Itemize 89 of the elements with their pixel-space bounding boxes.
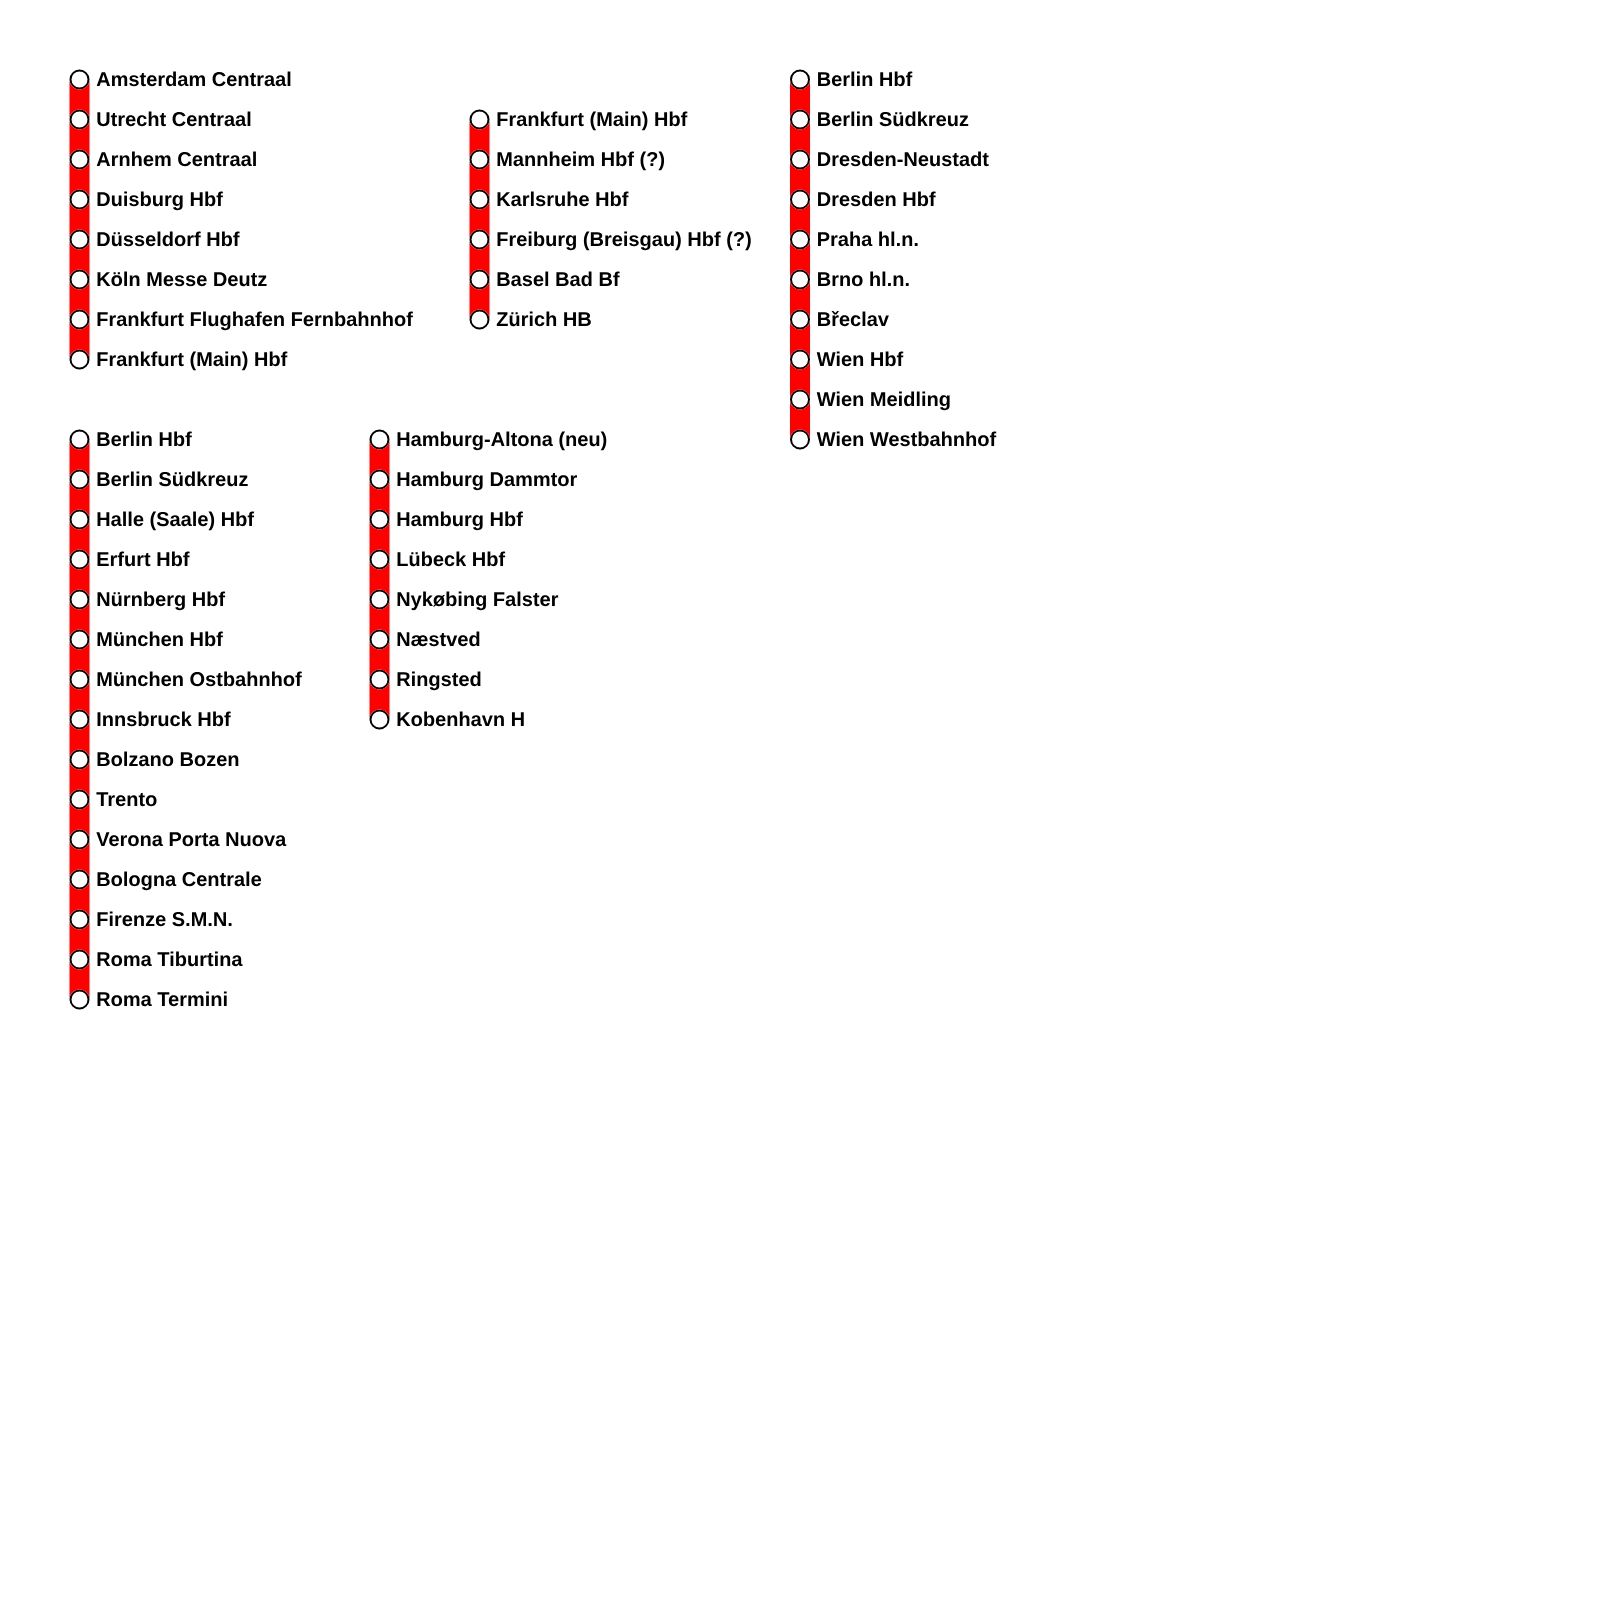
route-line (69, 679, 90, 720)
route-line (69, 79, 90, 120)
station-name: Amsterdam Centraal (96, 71, 291, 87)
station-name: Nykøbing Falster (397, 591, 559, 611)
station-name: Praha hl.n. (818, 231, 918, 247)
station-name: Utrecht Centraal (97, 111, 251, 127)
route-line (69, 879, 90, 920)
route-line (369, 599, 390, 640)
station-name: Hamburg Dammtor (397, 471, 577, 491)
station-name: Dresden-Neustadt (818, 151, 989, 167)
route-line (469, 199, 490, 240)
station-name: Berlin Südkreuz (97, 471, 248, 487)
route-line (69, 439, 90, 480)
station-name: München Hbf (97, 631, 223, 647)
route-line (369, 519, 390, 560)
route-line (790, 319, 810, 360)
station-name: Köln Messe Deutz (97, 271, 267, 287)
route-line (790, 79, 810, 120)
station-name: Berlin Südkreuz (818, 111, 969, 127)
station-name: Trento (96, 792, 157, 807)
route-line (69, 159, 90, 200)
station-name: Wien Hbf (816, 351, 904, 367)
station-name: Næstved (397, 631, 480, 647)
station-name: Nürnberg Hbf (97, 591, 226, 611)
route-line (69, 799, 90, 840)
route-line (369, 639, 390, 680)
route-line (790, 279, 810, 320)
station-name: Mannheim Hbf (?) (497, 151, 665, 171)
station-name: Břeclav (818, 311, 889, 327)
route-line (369, 559, 390, 600)
station-name: Arnhem Centraal (96, 151, 256, 167)
route-line (369, 479, 390, 520)
station-name: Halle (Saale) Hbf (97, 511, 255, 531)
station-name: Erfurt Hbf (97, 551, 190, 567)
station-name: Ringsted (397, 671, 481, 691)
route-line (69, 319, 90, 360)
route-line (469, 119, 490, 160)
route-line (469, 239, 490, 280)
route-line (790, 359, 810, 400)
station-name: Frankfurt (Main) Hbf (497, 111, 688, 131)
route-line (69, 519, 90, 560)
route-line (369, 439, 390, 480)
station-name: Lübeck Hbf (397, 551, 506, 567)
station-name: Berlin Hbf (818, 71, 913, 87)
station-name: Bolzano Bozen (97, 751, 239, 767)
route-line (69, 199, 90, 240)
station-name: Frankfurt Flughafen Fernbahnhof (97, 311, 413, 331)
station-name: Hamburg-Altona (neu) (397, 431, 607, 451)
route-line (790, 119, 810, 160)
station-name: Karlsruhe Hbf (497, 191, 629, 207)
route-line (790, 159, 810, 200)
station-name: Zürich HB (496, 311, 591, 327)
route-line (69, 599, 90, 640)
route-line (790, 399, 810, 440)
route-line (469, 159, 490, 200)
route-line (790, 239, 810, 280)
route-line (69, 919, 90, 960)
route-line (369, 679, 390, 720)
station-name: Firenze S.M.N. (97, 911, 232, 927)
station-name: Roma Tiburtina (97, 951, 243, 967)
station-name: Dresden Hbf (818, 191, 936, 207)
station-name: Bologna Centrale (97, 871, 262, 891)
station-name: Duisburg Hbf (97, 191, 223, 211)
route-line (69, 479, 90, 520)
station-name: Verona Porta Nuova (96, 832, 287, 847)
route-line (69, 119, 90, 160)
route-line (790, 199, 810, 240)
station-name: Innsbruck Hbf (97, 711, 231, 727)
station-name: Brno hl.n. (818, 271, 909, 287)
route-line (69, 279, 90, 320)
route-line (69, 839, 90, 880)
station-name: München Ostbahnhof (97, 671, 302, 687)
route-line (69, 719, 90, 760)
route-line (69, 959, 90, 1000)
route-line (69, 239, 90, 280)
station-name: Roma Termini (97, 991, 227, 1007)
station-name: Düsseldorf Hbf (97, 231, 240, 247)
station-name: Basel Bad Bf (497, 271, 620, 287)
route-line (69, 559, 90, 600)
station-name: Freiburg (Breisgau) Hbf (?) (497, 231, 751, 251)
station-name: Wien Westbahnhof (816, 431, 997, 447)
station-name: Frankfurt (Main) Hbf (97, 351, 288, 371)
route-line (69, 639, 90, 680)
station-name: Hamburg Hbf (397, 511, 523, 531)
station-name: Kobenhavn H (397, 711, 524, 727)
station-name: Wien Meidling (816, 391, 950, 411)
route-line (469, 279, 490, 320)
route-line (69, 759, 90, 800)
station-name: Berlin Hbf (97, 431, 192, 447)
